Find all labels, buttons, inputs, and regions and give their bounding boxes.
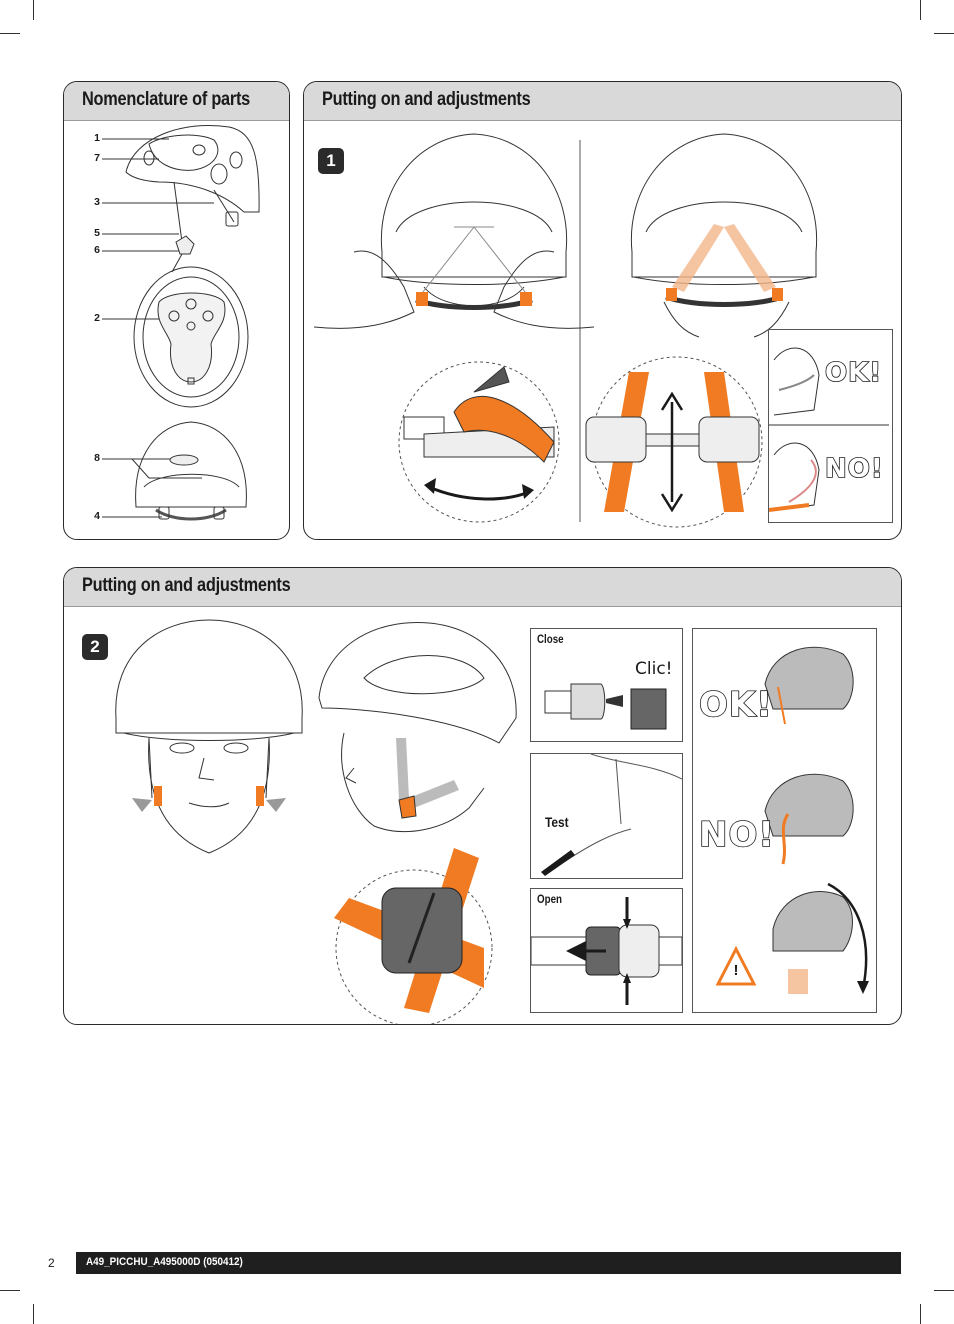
- step1-illustration: [313, 133, 818, 528]
- panel-title: Putting on and adjustments: [82, 575, 291, 596]
- open-box: Open: [530, 888, 683, 1013]
- test-illustration: [541, 754, 682, 876]
- document-reference: A49_PICCHU_A495000D (050412): [86, 1256, 243, 1268]
- fit-check-inset: OK! NO!: [768, 329, 893, 523]
- footer-bar: A49_PICCHU_A495000D (050412): [76, 1252, 901, 1274]
- no-label: NO!: [824, 453, 884, 485]
- part-number-8: 8: [94, 452, 100, 464]
- close-label: Close: [537, 634, 564, 646]
- crop-mark: [33, 0, 34, 20]
- crop-mark: [934, 33, 954, 34]
- open-label: Open: [537, 894, 562, 906]
- nomenclature-panel: Nomenclature of parts 1 7 3 5 6 2 8 4: [63, 81, 290, 540]
- test-box: Test: [530, 753, 683, 879]
- ok-label: OK!: [824, 357, 883, 389]
- buckle-open-illustration: [531, 897, 682, 1005]
- panel-title: Putting on and adjustments: [322, 89, 531, 110]
- crop-mark: [934, 1290, 954, 1291]
- step-badge: 1: [318, 148, 344, 174]
- panel-title: Nomenclature of parts: [82, 89, 251, 110]
- helmet-side-illustration: [102, 124, 260, 518]
- step2-panel: Putting on and adjustments 2: [63, 567, 902, 1025]
- strap-check-illustration: [715, 646, 869, 994]
- crop-mark: [920, 0, 921, 20]
- part-number-5: 5: [94, 227, 100, 239]
- part-number-4: 4: [94, 510, 100, 522]
- warning-icon: !: [733, 962, 739, 979]
- crop-mark: [0, 33, 20, 34]
- helmet-rear-illustration: [135, 421, 247, 521]
- crop-mark: [33, 1304, 34, 1324]
- strap-check-box: OK! NO! !: [692, 628, 877, 1013]
- step2-illustration: [115, 619, 864, 1024]
- buckle-close-illustration: [544, 683, 667, 730]
- crop-mark: [920, 1304, 921, 1324]
- step1-panel: Putting on and adjustments 1: [303, 81, 902, 540]
- part-number-2: 2: [94, 312, 100, 324]
- helmet-top-illustration: [133, 266, 249, 408]
- clic-label: Clic!: [635, 659, 673, 679]
- step-badge: 2: [82, 634, 108, 660]
- close-box: Close Clic!: [530, 628, 683, 742]
- fit-check-illustration: [769, 347, 889, 512]
- panel-header: Putting on and adjustments: [304, 82, 901, 121]
- part-number-3: 3: [94, 196, 100, 208]
- page-number: 2: [48, 1256, 55, 1270]
- crop-mark: [0, 1290, 20, 1291]
- panel-header: Putting on and adjustments: [64, 568, 901, 607]
- test-label: Test: [545, 814, 569, 830]
- no-label: NO!: [698, 814, 775, 856]
- part-number-7: 7: [94, 152, 100, 164]
- part-number-6: 6: [94, 244, 100, 256]
- part-number-1: 1: [94, 132, 100, 144]
- panel-header: Nomenclature of parts: [64, 82, 289, 121]
- ok-label: OK!: [698, 684, 773, 726]
